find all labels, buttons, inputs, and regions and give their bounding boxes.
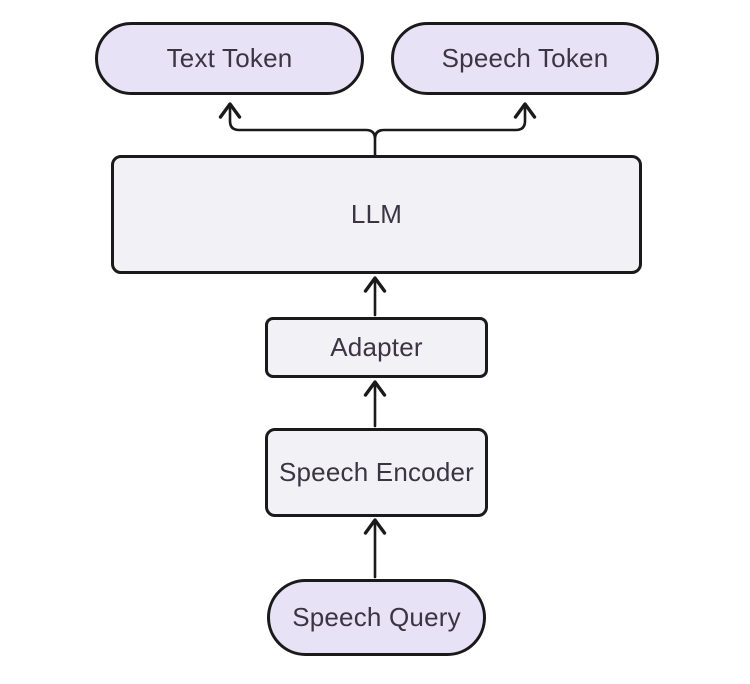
node-adapter-label: Adapter bbox=[330, 332, 423, 362]
edge-llm-to-tokens-brace bbox=[228, 104, 527, 157]
node-adapter: Adapter bbox=[265, 317, 488, 378]
node-speech-encoder-label: Speech Encoder bbox=[278, 457, 475, 487]
node-text-token: Text Token bbox=[95, 22, 364, 95]
node-speech-query-label: Speech Query bbox=[292, 602, 461, 632]
node-text-token-label: Text Token bbox=[166, 43, 293, 73]
arrowhead-to-text-token bbox=[218, 102, 242, 119]
arrowhead-to-speech-encoder bbox=[363, 518, 387, 535]
arrowhead-to-llm bbox=[363, 276, 387, 293]
node-llm: LLM bbox=[111, 155, 642, 274]
edge-speech-encoder-to-adapter bbox=[363, 380, 387, 428]
node-speech-encoder: Speech Encoder bbox=[265, 428, 488, 517]
edge-speech-query-to-speech-encoder bbox=[363, 518, 387, 579]
node-speech-token-label: Speech Token bbox=[441, 43, 609, 73]
node-speech-query: Speech Query bbox=[267, 579, 486, 656]
arrowhead-to-speech-token bbox=[513, 102, 537, 119]
arrowhead-to-adapter bbox=[363, 380, 387, 397]
node-speech-token: Speech Token bbox=[391, 22, 659, 95]
edge-adapter-to-llm bbox=[363, 276, 387, 317]
node-llm-label: LLM bbox=[350, 199, 403, 229]
